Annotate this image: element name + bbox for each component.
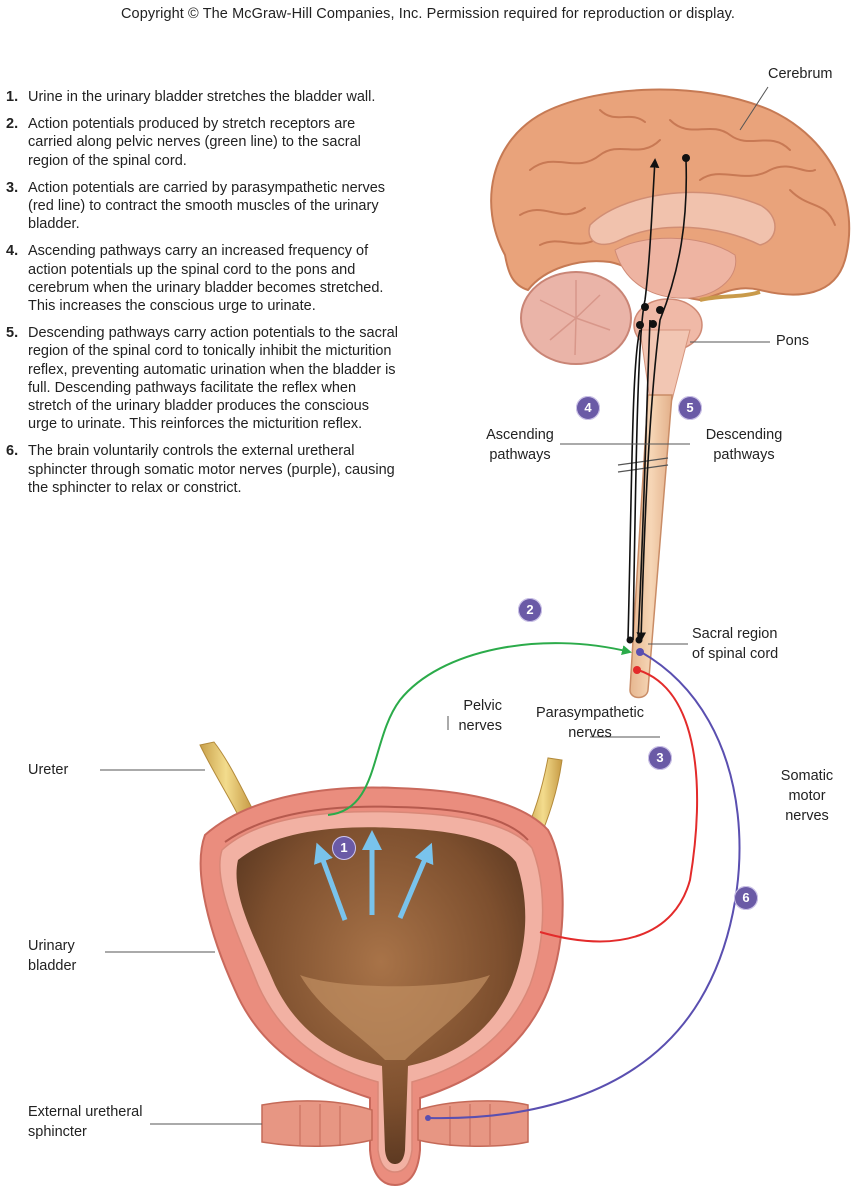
label-sacral-region: Sacral region of spinal cord: [692, 626, 779, 662]
label-ureter: Ureter: [28, 762, 69, 778]
step-1: 1. Urine in the urinary bladder stretches…: [6, 88, 398, 106]
step-number: 4.: [6, 243, 19, 260]
bladder-top-rim: [224, 805, 529, 843]
corpus-callosum: [588, 191, 776, 246]
spinal-cord-break: [617, 457, 669, 473]
sacral-purple-node: [636, 648, 644, 656]
step-badge-4: 4: [576, 396, 600, 420]
step-number: 1.: [6, 89, 19, 105]
somatic-motor-nerve-line: [427, 651, 741, 1120]
step-badge-6: 6: [734, 886, 758, 910]
pathway-nodes: [626, 154, 690, 644]
copyright-notice: Copyright © The McGraw-Hill Companies, I…: [120, 6, 736, 22]
label-descending-pathways: Descending pathways: [705, 427, 783, 463]
bladder-trigone: [300, 975, 490, 1060]
step-number: 3.: [6, 179, 19, 196]
leader-lines: [100, 86, 770, 1125]
external-uretheral-sphincter: [261, 1100, 529, 1148]
step-list: 1. Urine in the urinary bladder stretches…: [6, 88, 398, 506]
step-2: 2. Action potentials produced by stretch …: [6, 115, 398, 170]
brain: [490, 88, 851, 401]
step-5: 5. Descending pathways carry action poten…: [6, 324, 398, 433]
label-cerebrum: Cerebrum: [768, 66, 833, 82]
diencephalon: [614, 237, 737, 299]
descending-pathway: [636, 159, 688, 642]
step-badge-2: 2: [518, 598, 542, 622]
step-text: The brain voluntarily controls the exter…: [28, 443, 395, 496]
spinal-cord: [629, 394, 673, 699]
label-external-uretheral-sphincter: External uretheral sphincter: [28, 1104, 143, 1140]
step-number: 5.: [6, 325, 19, 342]
step-text: Action potentials produced by stretch re…: [28, 116, 361, 169]
label-pons: Pons: [776, 333, 810, 349]
step-text: Action potentials are carried by parasym…: [28, 179, 386, 233]
step-text: Urine in the urinary bladder stretches t…: [28, 89, 376, 105]
sacral-red-node: [633, 666, 641, 674]
pelvic-nerve-line: [327, 642, 632, 816]
step-number: 2.: [6, 116, 19, 133]
step-badge-1: 1: [332, 836, 356, 860]
step-text: Descending pathways carry action potenti…: [28, 325, 398, 433]
label-somatic-motor-nerves: Somatic motor nerves: [780, 768, 834, 824]
step-text: Ascending pathways carry an increased fr…: [28, 243, 384, 315]
step-6: 6. The brain voluntarily controls the ext…: [6, 442, 398, 497]
ascending-pathway: [627, 158, 660, 641]
step-badge-5: 5: [678, 396, 702, 420]
somatic-nerve-ending: [425, 1115, 431, 1121]
stretch-arrows: [314, 830, 434, 921]
label-pelvic-nerves: Pelvic nerves: [458, 698, 502, 734]
ureter-left: [199, 741, 253, 816]
parasympathetic-nerve-line: [539, 669, 699, 943]
label-ascending-pathways: Ascending pathways: [486, 427, 554, 463]
label-urinary-bladder: Urinary bladder: [28, 938, 77, 974]
step-number: 6.: [6, 443, 19, 460]
urinary-bladder: [199, 786, 564, 1187]
step-3: 3. Action potentials are carried by paras…: [6, 179, 398, 234]
label-parasympathetic-nerves: Parasympathetic nerves: [536, 705, 644, 741]
step-badge-3: 3: [648, 746, 672, 770]
step-4: 4. Ascending pathways carry an increased …: [6, 242, 398, 315]
